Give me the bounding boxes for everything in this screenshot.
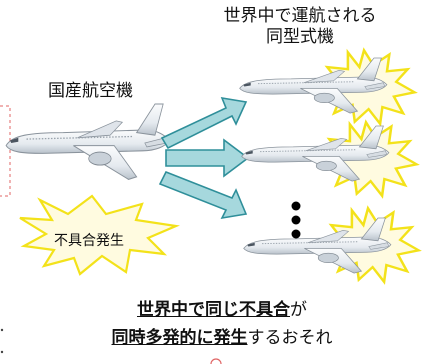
worldwide-aircraft-label: 世界中で運航される 同型式機 [210, 6, 390, 48]
red-fragment [210, 358, 222, 364]
left-edge-mark-2 [0, 350, 4, 354]
concern-line2: 同時多発的に発生するおそれ [62, 324, 382, 352]
domestic-aircraft-label: 国産航空機 [48, 81, 133, 101]
defect-burst [19, 194, 180, 276]
concern-part3: 同時多発的に発生 [111, 328, 248, 348]
concern-line1: 世界中で同じ不具合が [62, 296, 382, 324]
ellipsis-dot-3 [291, 229, 301, 239]
domestic-aircraft-icon [5, 103, 170, 181]
arrow-middle-icon [165, 138, 250, 178]
arrow-down-icon [158, 170, 248, 220]
ellipsis-dot-1 [291, 201, 301, 211]
left-edge-mark-1 [0, 328, 4, 332]
defect-label: 不具合発生 [54, 233, 124, 249]
worldwide-label-line2: 同型式機 [266, 27, 334, 47]
concern-part2: が [290, 300, 307, 320]
concern-part1: 世界中で同じ不具合 [137, 300, 290, 320]
ellipsis-dot-2 [291, 215, 301, 225]
dashed-box-fragment [0, 105, 11, 197]
concern-part4: するおそれ [247, 328, 333, 348]
arrow-up-icon [160, 96, 248, 150]
worldwide-label-line1: 世界中で運航される [223, 6, 377, 26]
concern-statement: 世界中で同じ不具合が 同時多発的に発生するおそれ [62, 296, 382, 352]
